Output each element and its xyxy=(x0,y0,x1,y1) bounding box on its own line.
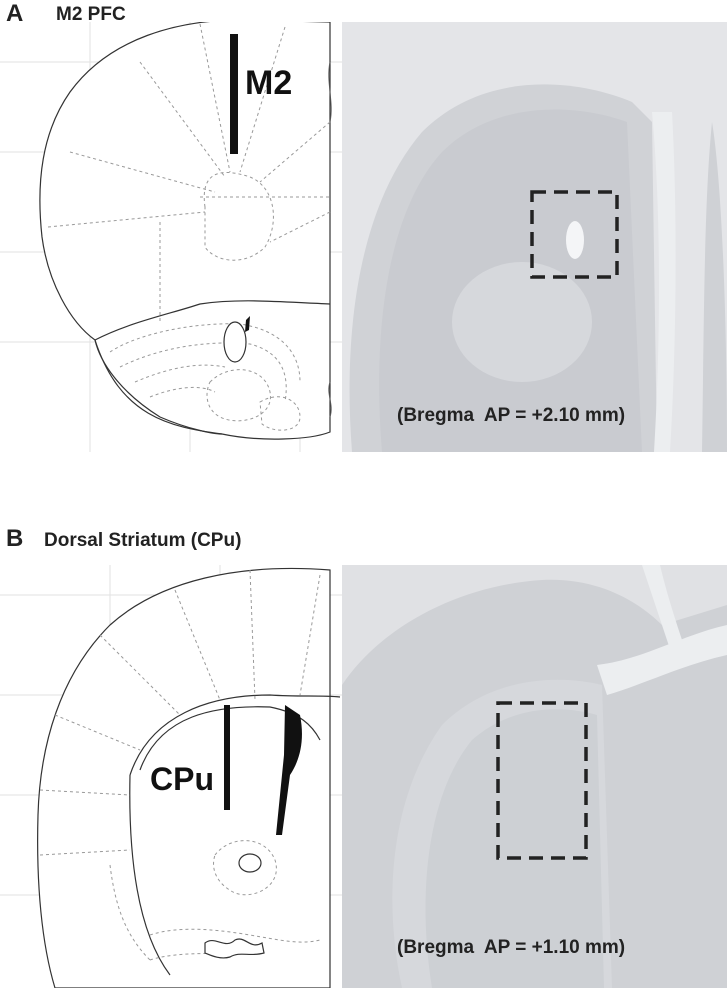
panel-a-letter: A xyxy=(6,0,24,27)
panel-a-histology-photo xyxy=(342,22,727,452)
m2-lesion-box xyxy=(530,190,619,279)
cortex-outline xyxy=(39,22,331,440)
panel-b-caption: (Bregma AP = +1.10 mm) xyxy=(397,937,626,958)
m2-probe-track xyxy=(230,34,238,154)
cortex-outline-b xyxy=(37,567,331,988)
cpu-lesion-box xyxy=(496,701,588,860)
cpu-probe-track xyxy=(224,705,230,810)
panel-b-letter: B xyxy=(6,525,24,552)
cpu-region-label: CPu xyxy=(150,761,214,797)
panel-b-histology-photo xyxy=(342,565,727,988)
m2-region-label: M2 xyxy=(245,64,292,102)
panel-b-title: Dorsal Striatum (CPu) xyxy=(44,530,242,551)
panel-b-atlas-diagram: CPu xyxy=(0,565,342,988)
panel-a-atlas-diagram: M2 xyxy=(0,22,342,452)
panel-a-caption: (Bregma AP = +2.10 mm) xyxy=(397,405,626,426)
panel-a-title: M2 PFC xyxy=(56,4,126,25)
